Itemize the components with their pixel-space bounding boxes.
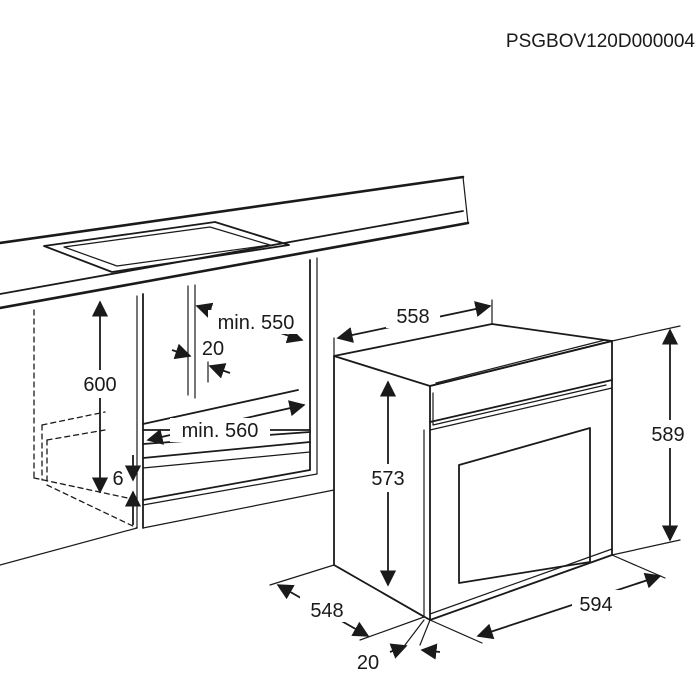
dimension-oven-depth-top: 558 xyxy=(333,299,493,357)
dimension-oven-depth: 548 xyxy=(269,564,425,641)
label-bottom-gap: 6 xyxy=(112,468,123,490)
label-niche-width: min. 560 xyxy=(182,420,259,442)
label-rear-gap: 20 xyxy=(202,338,224,360)
hob-cutout xyxy=(43,221,290,273)
label-door-thickness: 20 xyxy=(357,652,379,674)
label-oven-total-height: 589 xyxy=(651,424,684,446)
dimension-oven-width: 594 xyxy=(429,554,666,644)
label-niche-height: 600 xyxy=(83,374,116,396)
label-niche-depth: min. 550 xyxy=(218,312,295,334)
worktop xyxy=(0,175,470,310)
label-oven-body-height: 573 xyxy=(371,468,404,490)
adjacent-cabinet-outline xyxy=(33,309,138,529)
dimension-bottom-gap: 6 xyxy=(112,455,142,525)
label-oven-depth-top: 558 xyxy=(396,306,429,328)
dimension-oven-total-height: 589 xyxy=(611,325,700,556)
label-oven-width: 594 xyxy=(579,594,612,616)
cabinet xyxy=(0,257,335,566)
dimension-oven-body-height: 573 xyxy=(362,380,416,587)
label-oven-depth: 548 xyxy=(310,600,343,622)
drawing-code: PSGBOV120D000004 xyxy=(506,31,696,52)
dimension-door-thickness: 20 xyxy=(357,619,441,674)
dimension-niche-width: min. 560 xyxy=(146,400,306,445)
dimension-niche-height: 600 xyxy=(74,300,128,494)
dimension-niche-depth: min. 550 xyxy=(195,302,304,344)
dimension-rear-gap: 20 xyxy=(171,338,231,383)
